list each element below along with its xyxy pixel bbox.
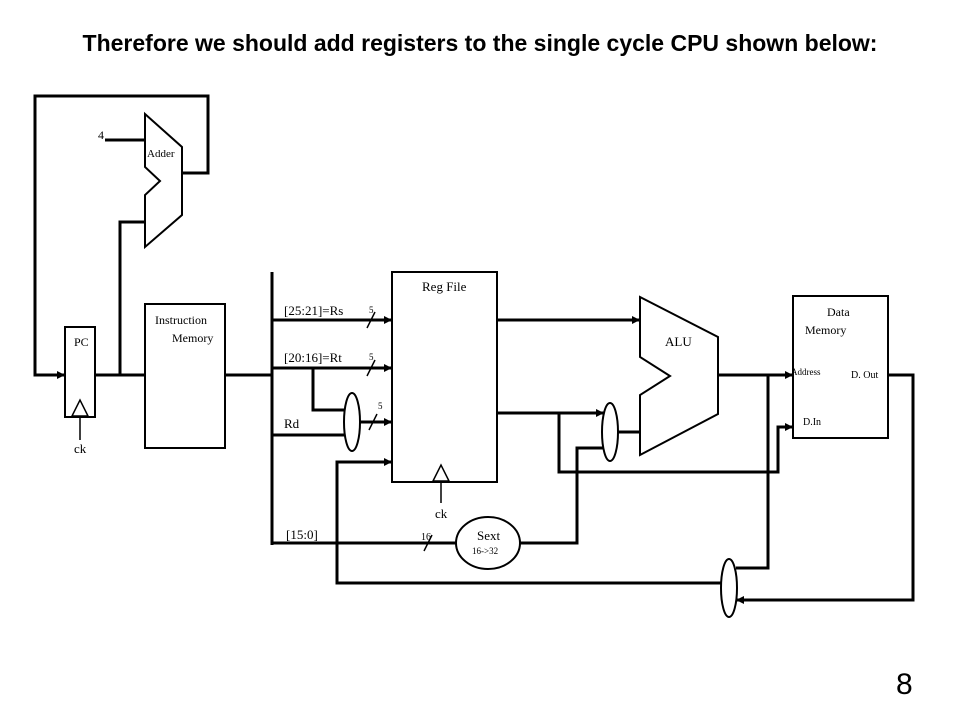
alu-block <box>639 295 719 457</box>
arrow-into-rt <box>384 364 392 372</box>
wire-pc-to-adder <box>118 220 145 375</box>
imm-field-label: [15:0] <box>286 527 318 542</box>
wire-rt-to-mux <box>311 368 345 412</box>
dmem-address-label: Address <box>791 367 821 377</box>
dmem-din-label: D.In <box>803 417 821 428</box>
arrow-into-rd-mux-out <box>384 418 392 426</box>
adder-block <box>144 111 183 250</box>
imem-label-line2: Memory <box>172 331 213 345</box>
arrow-into-rs <box>384 316 392 324</box>
rd-width-label: 5 <box>378 401 383 411</box>
wire-wbmux-to-regfile <box>335 460 722 585</box>
imm-width-label: 16 <box>421 532 431 543</box>
adder-label: Adder <box>147 148 175 160</box>
regfile-label: Reg File <box>422 279 467 294</box>
arrow-into-alu-mux <box>596 409 604 417</box>
slide-title: Therefore we should add registers to the… <box>82 30 878 56</box>
wire-alu-to-wbmux <box>736 375 770 570</box>
rd-width-slash <box>368 413 378 431</box>
imem-label-line1: Instruction <box>155 313 207 327</box>
register-file <box>391 271 498 483</box>
sext-label-line1: Sext <box>477 528 501 543</box>
dmem-label-line2: Memory <box>805 323 846 337</box>
regdst-mux <box>343 392 361 452</box>
arrow-into-wbmux <box>736 596 744 604</box>
constant-four-label: 4 <box>98 128 104 142</box>
pc-label: PC <box>74 335 89 349</box>
arrow-into-writedata <box>384 458 392 466</box>
alu-label: ALU <box>665 334 692 349</box>
page-number: 8 <box>896 668 913 701</box>
pc-register <box>64 326 96 418</box>
imm-width-slash <box>423 534 433 552</box>
arrowheads <box>57 316 793 604</box>
sext-label-line2: 16->32 <box>472 546 498 556</box>
rt-width-label: 5 <box>369 352 374 362</box>
wire-sext-to-mux <box>520 446 604 545</box>
pc-clock-label: ck <box>74 441 87 456</box>
instruction-memory <box>144 303 226 449</box>
rs-field-label: [25:21]=Rs <box>284 303 343 318</box>
arrow-into-address <box>785 371 793 379</box>
wires <box>33 94 915 602</box>
sign-extender <box>455 516 521 570</box>
rd-field-label: Rd <box>284 416 300 431</box>
arrow-into-din <box>785 423 793 431</box>
wire-dmem-out-to-wbmux <box>736 373 915 602</box>
data-memory <box>792 295 889 439</box>
arrow-into-alu-a <box>632 316 640 324</box>
wire-adder-feedback <box>33 94 210 377</box>
dmem-label-line1: Data <box>827 305 850 319</box>
arrow-into-pc <box>57 371 65 379</box>
rt-field-label: [20:16]=Rt <box>284 350 342 365</box>
rs-width-label: 5 <box>369 305 374 315</box>
regfile-clock-label: ck <box>435 506 448 521</box>
dmem-dout-label: D. Out <box>851 370 878 381</box>
rt-width-slash <box>366 359 376 377</box>
alusrc-mux <box>601 402 619 462</box>
rs-width-slash <box>366 311 376 329</box>
memtoreg-mux <box>720 558 738 618</box>
wire-regdata2-to-dmem <box>557 413 793 474</box>
